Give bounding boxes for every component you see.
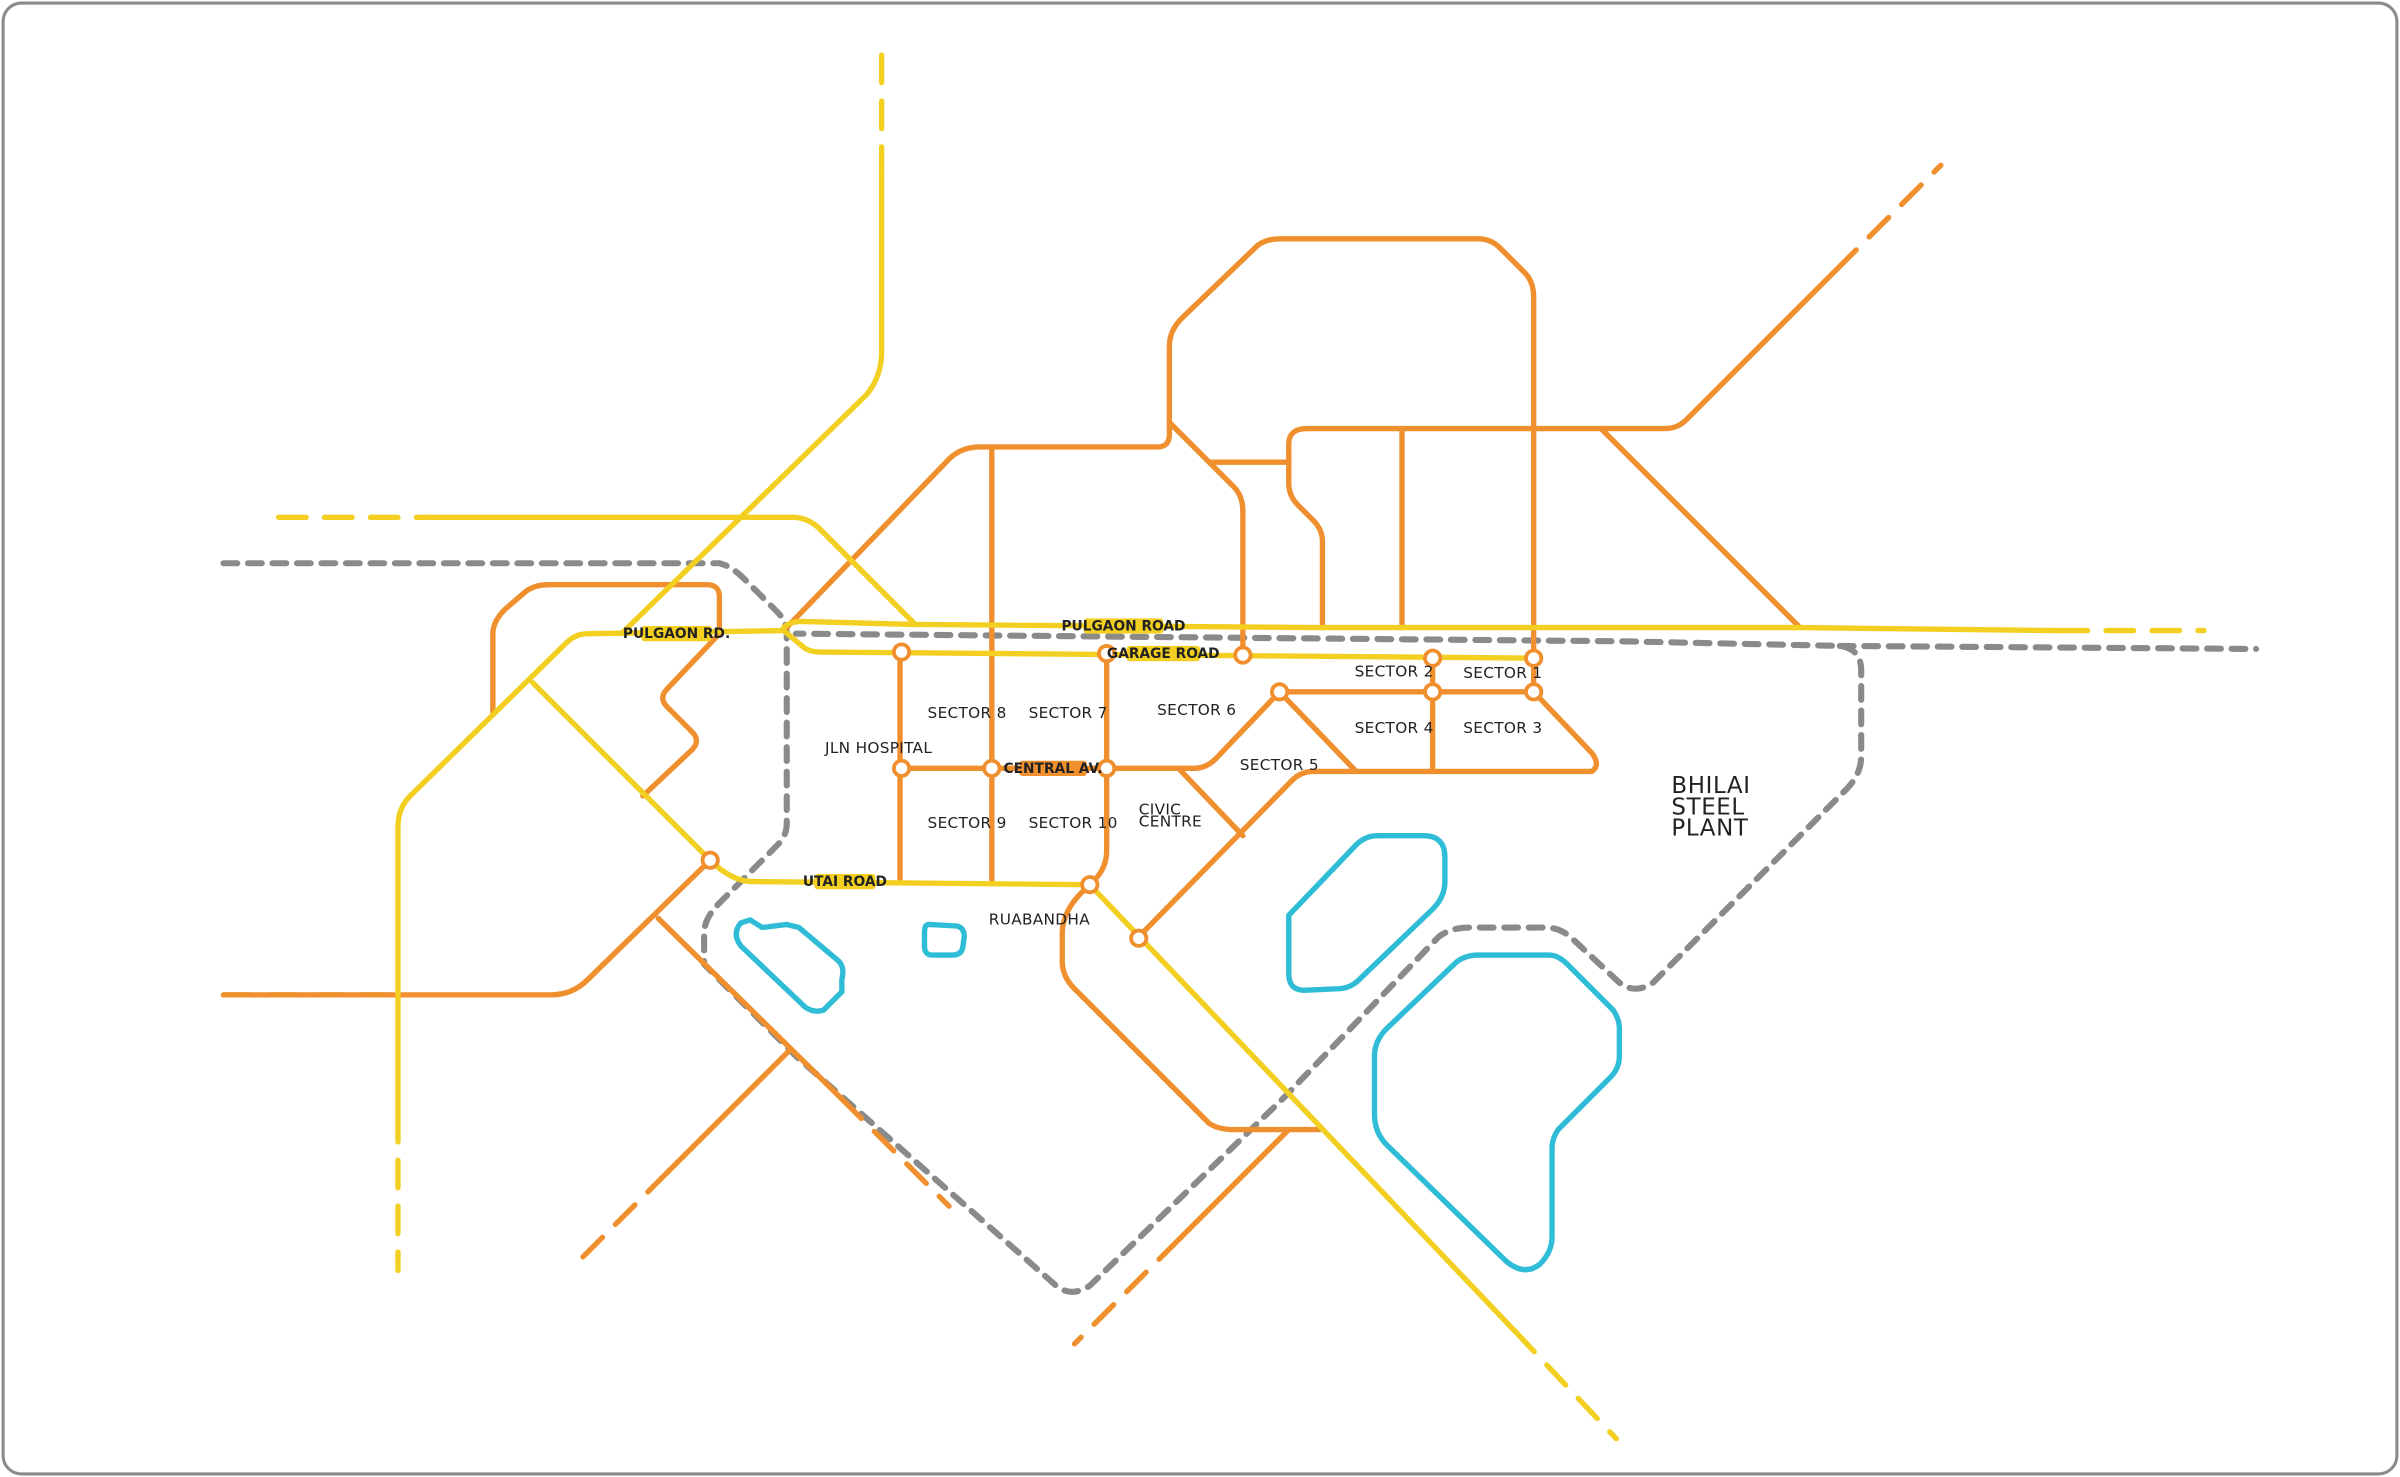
label-sector-7: SECTOR 7 [1029,704,1108,722]
road-pulgaon-rd [395,627,787,830]
road-west-link [640,630,723,799]
label-sector-3: SECTOR 3 [1463,719,1542,737]
junction [1233,645,1253,665]
label-sector-4: SECTOR 4 [1355,719,1434,737]
road-sector-1-3-ring [1276,689,1600,775]
tag-garage-road: GARAGE ROAD [1107,645,1220,662]
junction [1270,682,1290,702]
label-civic-centre-line-1: CIVIC [1139,800,1181,818]
label-ruabandha: RUABANDHA [989,910,1090,928]
label-bhilai-line-2: STEEL [1671,794,1744,820]
junction [1524,648,1544,668]
road-west-highway [220,857,713,998]
tag-central-av: CENTRAL AV. [1004,760,1103,777]
road-garage [781,627,1537,661]
junction [1097,643,1117,664]
lake-west [733,917,846,1014]
road-southwest-spur [655,915,845,1102]
road-orange-dash-southwest [572,1169,671,1267]
road-south-spur [1175,1126,1292,1243]
label-central-av: CENTRAL AV. [1004,761,1103,777]
junction [1423,682,1443,702]
tag-pulgaon-rd: PULGAON RD. [623,626,730,642]
lake-north-east [1286,833,1448,993]
railway-east [1836,642,2260,653]
road-east-loop [1286,266,1840,628]
road-north-highway [618,165,885,637]
road-southwest-branch [664,1047,793,1176]
label-sector-6: SECTOR 6 [1157,701,1236,719]
label-bhilai-line-1: BHILAI [1671,773,1750,799]
junction [1097,758,1117,778]
road-sector-5-bypass [1136,768,1359,940]
road-north-loop [781,236,1537,661]
label-sector-9: SECTOR 9 [928,814,1007,832]
lake-south-east [1371,952,1623,1273]
road-sector-5-south [1175,765,1246,839]
junction [700,850,720,870]
junction [1423,648,1443,668]
label-sector-2: SECTOR 2 [1355,663,1434,681]
road-west-loop [490,581,723,716]
junction [1080,875,1100,895]
junction [1129,928,1149,948]
road-orange-dash-south [1071,1237,1182,1347]
water-bodies [733,833,1623,1273]
label-pulgaon-road: PULGAON ROAD [1061,619,1185,635]
label-bhilai-line-3: PLANT [1671,816,1748,842]
label-pulgaon-rd: PULGAON RD. [623,626,730,642]
tag-pulgaon-road: PULGAON ROAD [1061,618,1185,635]
road-central-av [897,689,1537,772]
road-southeast-highway [1087,881,1518,1335]
label-sector-8: SECTOR 8 [928,704,1007,722]
road-east-diagonal [1598,425,1803,631]
road-west-highway-yellow [425,514,918,628]
tag-utai-road: UTAI ROAD [803,873,887,890]
junctions [700,642,1544,948]
label-sector-10: SECTOR 10 [1029,814,1118,832]
label-utai-road: UTAI ROAD [803,874,887,890]
minor-roads [220,162,1944,1347]
road-yellow-dash-southeast [1512,1328,1619,1442]
road-sector-6-divider [1059,649,1323,1133]
pond-ruabandha [921,921,967,958]
label-jln-hospital: JLN HOSPITAL [824,739,932,757]
junction [891,758,912,778]
label-sector-5: SECTOR 5 [1240,756,1319,774]
junction [1524,682,1544,702]
area-labels: SECTOR 8 SECTOR 7 SECTOR 6 SECTOR 2 SECT… [824,663,1750,929]
label-sector-1: SECTOR 1 [1463,664,1542,682]
road-orange-dash-northeast [1834,162,1944,273]
label-civic-centre-line-2: CENTRE [1139,813,1202,831]
road-pulgaon-west [781,618,918,631]
road-name-tags: PULGAON RD. PULGAON ROAD GARAGE ROAD CEN… [623,618,1220,890]
junction [891,642,912,662]
road-north-inner [1166,419,1246,658]
road-orange-dash-southwest-2 [839,1096,952,1209]
junction [982,758,1002,778]
label-garage-road: GARAGE ROAD [1107,646,1220,662]
